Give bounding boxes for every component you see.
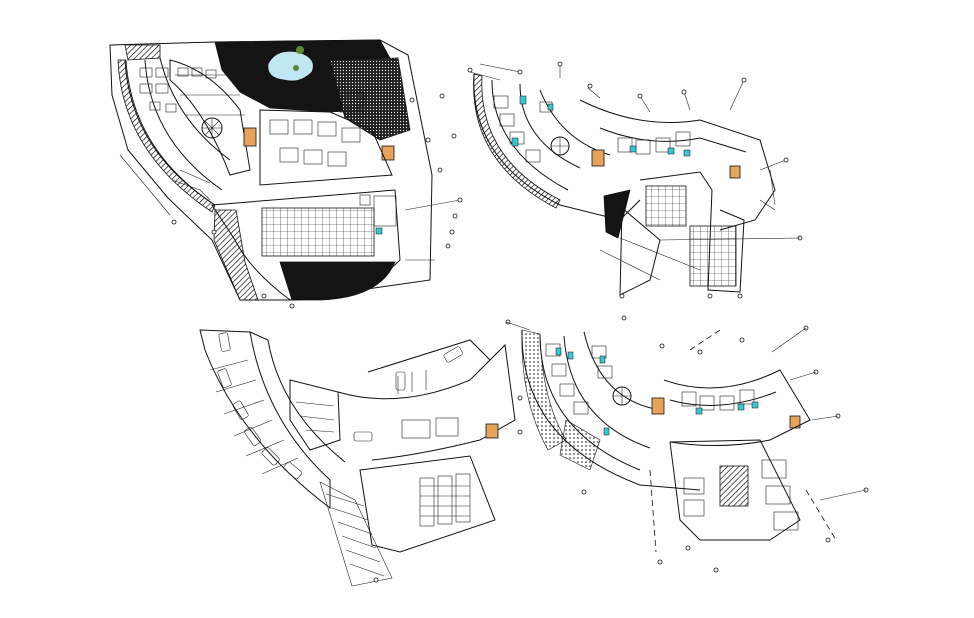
courtyard-pool bbox=[267, 50, 314, 82]
elevator-core bbox=[729, 165, 741, 179]
plan-basement-parking bbox=[199, 329, 523, 587]
office-cluster bbox=[139, 67, 217, 113]
planting-marker bbox=[296, 46, 304, 54]
elevator-core bbox=[651, 397, 665, 415]
elevator-core bbox=[485, 423, 499, 439]
parking-cars bbox=[217, 332, 463, 480]
plan-typical-floor-a bbox=[439, 61, 803, 299]
elevator-core bbox=[381, 145, 395, 161]
elevator-core bbox=[243, 127, 257, 147]
planting-marker bbox=[293, 65, 299, 71]
plan-ground-floor bbox=[109, 39, 463, 309]
elevator-core bbox=[591, 149, 605, 167]
plan-typical-floor-b bbox=[505, 315, 869, 573]
